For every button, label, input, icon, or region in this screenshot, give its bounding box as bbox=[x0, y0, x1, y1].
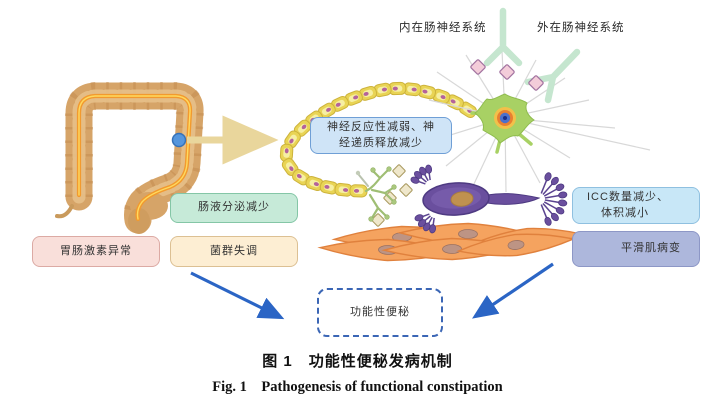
box-smooth-muscle-lesion: 平滑肌病变 bbox=[572, 231, 700, 267]
smooth-muscle-cells-icon bbox=[318, 221, 584, 264]
box-neural-line1: 神经反应性减弱、神 bbox=[327, 121, 435, 134]
box-fluid-label: 肠液分泌减少 bbox=[198, 201, 270, 214]
box-neural-line2: 经递质释放减少 bbox=[339, 136, 423, 149]
nerve-terminal-icon bbox=[355, 166, 397, 222]
label-intrinsic-ens: 内在肠神经系统 bbox=[399, 22, 487, 34]
box-gi-hormone: 胃肠激素异常 bbox=[32, 236, 160, 267]
caption-english: Fig. 1 Pathogenesis of functional consti… bbox=[212, 379, 503, 395]
box-neural-reactivity: 神经反应性减弱、神 经递质释放减少 bbox=[310, 117, 452, 154]
box-icc-line2: 体积减小 bbox=[601, 206, 649, 219]
box-flora-dysbiosis: 菌群失调 bbox=[170, 236, 298, 267]
icc-cell-icon bbox=[410, 164, 568, 234]
box-functional-constipation: 功能性便秘 bbox=[317, 288, 443, 337]
colon-illustration bbox=[55, 82, 205, 234]
arrow-right-to-outcome bbox=[472, 262, 554, 319]
box-muscle-label: 平滑肌病变 bbox=[621, 242, 681, 255]
caption-chinese: 图 1 功能性便秘发病机制 bbox=[262, 353, 453, 370]
box-flora-label: 菌群失调 bbox=[210, 244, 258, 257]
label-extrinsic-ens: 外在肠神经系统 bbox=[537, 22, 625, 34]
colon-lumen-highlight bbox=[78, 95, 191, 220]
box-hormone-label: 胃肠激素异常 bbox=[60, 244, 132, 257]
figure-caption: 图 1 功能性便秘发病机制 Fig. 1 Pathogenesis of fun… bbox=[0, 350, 715, 396]
box-outcome-label: 功能性便秘 bbox=[350, 305, 410, 318]
rectum bbox=[128, 208, 150, 234]
enteric-neuron-icon bbox=[427, 49, 651, 193]
box-icc-reduction: ICC数量减少、 体积减小 bbox=[572, 187, 700, 224]
icc-nucleus bbox=[450, 191, 474, 207]
box-icc-line1: ICC数量减少、 bbox=[587, 191, 669, 204]
intrinsic-receptor-icon bbox=[483, 7, 523, 67]
arrow-left-to-outcome bbox=[190, 271, 285, 320]
neuron-dendrites bbox=[427, 49, 651, 193]
box-intestinal-fluid: 肠液分泌减少 bbox=[170, 193, 298, 223]
sample-point-dot bbox=[171, 132, 187, 148]
appendix bbox=[55, 204, 74, 219]
